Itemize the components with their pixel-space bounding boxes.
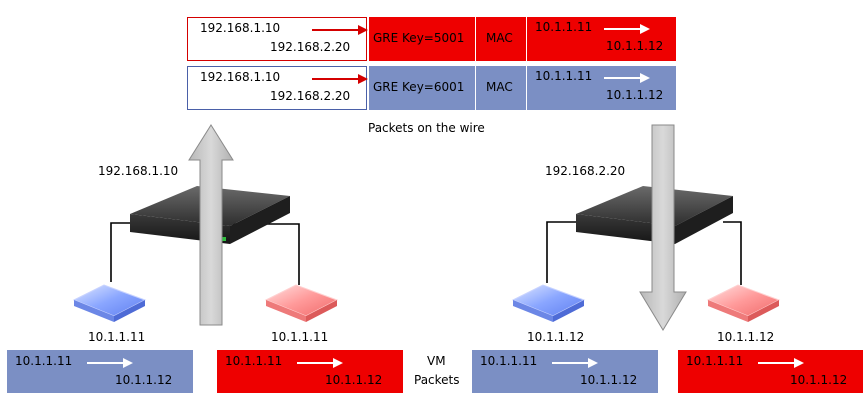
white-arrow-icon [604, 24, 650, 34]
inner-ip-cell: 10.1.1.11 10.1.1.12 [527, 17, 676, 61]
vm-right-blue-ip: 10.1.1.12 [527, 330, 585, 344]
inner-src-ip: 10.1.1.11 [535, 69, 593, 83]
vm-right-red-ip: 10.1.1.12 [717, 330, 775, 344]
up-arrow-icon [188, 124, 234, 326]
outer-ip-header: 192.168.1.10 192.168.2.20 [187, 17, 368, 61]
inner-src-ip: 10.1.1.11 [535, 20, 593, 34]
vm-packet-src: 10.1.1.11 [686, 354, 744, 368]
vm-packet-1: 10.1.1.11 10.1.1.12 [7, 350, 193, 393]
white-arrow-icon [297, 358, 343, 368]
down-arrow-icon [639, 124, 687, 331]
vm-packet-src: 10.1.1.11 [225, 354, 283, 368]
vm-packet-src: 10.1.1.11 [15, 354, 73, 368]
wire-packet-row-1: 192.168.1.10 192.168.2.20 GRE Key=5001 M… [187, 17, 676, 61]
inner-dst-ip: 10.1.1.12 [606, 39, 664, 53]
vm-packet-dst: 10.1.1.12 [790, 373, 848, 387]
wire-packet-row-2: 192.168.1.10 192.168.2.20 GRE Key=6001 M… [187, 66, 676, 110]
gre-key-cell: GRE Key=5001 [369, 17, 475, 61]
red-arrow-icon [312, 74, 368, 84]
vm-packet-dst: 10.1.1.12 [325, 373, 383, 387]
vm-packet-3: 10.1.1.11 10.1.1.12 [472, 350, 658, 393]
white-arrow-icon [87, 358, 133, 368]
mac-label: MAC [486, 31, 513, 45]
vm-left-blue-icon [72, 284, 147, 322]
right-host-wiring [546, 221, 742, 285]
white-arrow-icon [758, 358, 804, 368]
white-arrow-icon [604, 73, 650, 83]
mac-cell: MAC [476, 17, 526, 61]
red-arrow-icon [312, 25, 368, 35]
vm-packets-caption-line2: Packets [414, 373, 460, 387]
inner-dst-ip: 10.1.1.12 [606, 88, 664, 102]
vm-packet-4: 10.1.1.11 10.1.1.12 [678, 350, 863, 393]
vm-left-blue-ip: 10.1.1.11 [88, 330, 146, 344]
vm-packet-2: 10.1.1.11 10.1.1.12 [217, 350, 403, 393]
vm-left-red-ip: 10.1.1.11 [271, 330, 329, 344]
vm-packet-dst: 10.1.1.12 [115, 373, 173, 387]
outer-dst-ip: 192.168.2.20 [270, 40, 351, 54]
inner-ip-cell: 10.1.1.11 10.1.1.12 [527, 66, 676, 110]
mac-label: MAC [486, 80, 513, 94]
outer-ip-header: 192.168.1.10 192.168.2.20 [187, 66, 368, 110]
vm-left-red-icon [264, 284, 339, 322]
white-arrow-icon [552, 358, 598, 368]
vm-right-red-icon [706, 284, 781, 322]
outer-src-ip: 192.168.1.10 [200, 21, 281, 35]
outer-dst-ip: 192.168.2.20 [270, 89, 351, 103]
vm-packet-dst: 10.1.1.12 [580, 373, 638, 387]
vm-packets-caption-line1: VM [427, 354, 446, 368]
gre-key-cell: GRE Key=6001 [369, 66, 475, 110]
left-host-ip: 192.168.1.10 [98, 164, 179, 178]
outer-src-ip: 192.168.1.10 [200, 70, 281, 84]
gre-key-label: GRE Key=5001 [373, 31, 465, 45]
packets-on-wire-caption: Packets on the wire [368, 121, 485, 135]
mac-cell: MAC [476, 66, 526, 110]
vm-packet-src: 10.1.1.11 [480, 354, 538, 368]
vm-right-blue-icon [511, 284, 586, 322]
gre-key-label: GRE Key=6001 [373, 80, 465, 94]
right-host-ip: 192.168.2.20 [545, 164, 626, 178]
